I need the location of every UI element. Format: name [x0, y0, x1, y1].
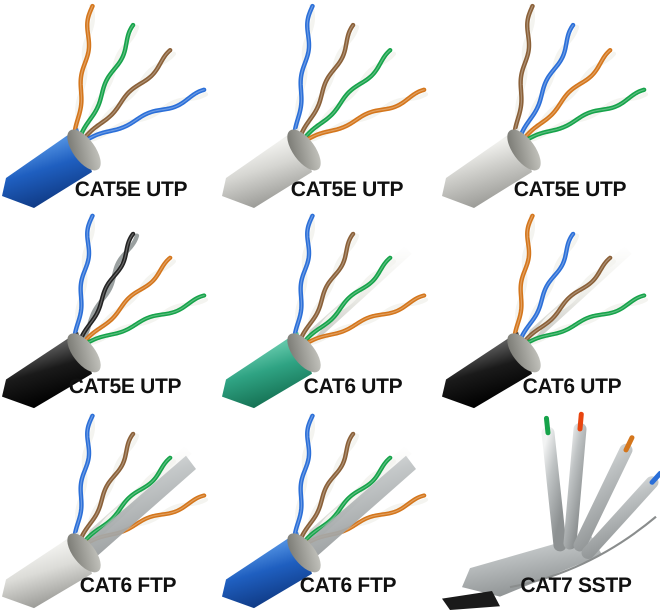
cable-illustration: [2, 413, 209, 609]
cable-label: CAT5E UTP: [513, 178, 627, 201]
twisted-pair-brown-1: [74, 431, 140, 552]
conductor-pairs: [71, 413, 209, 563]
cable-cell-cat7-sstp[interactable]: CAT7 SSTP: [440, 410, 660, 610]
cable-jacket: [2, 531, 92, 609]
twisted-pair-blue-1: [514, 231, 580, 352]
jacket-opening: [287, 129, 321, 171]
cable-cell-cat6-utp[interactable]: CAT6 UTP: [440, 210, 660, 410]
cable-illustration: [222, 213, 429, 409]
cable-label: CAT6 UTP: [522, 375, 622, 398]
conductor-pairs: [71, 3, 209, 151]
cable-cell-cat6-ftp[interactable]: CAT6 FTP: [220, 410, 440, 610]
twisted-pair-green-3: [520, 87, 649, 145]
twisted-pair-blue-0: [71, 413, 96, 554]
twisted-pair-black-1: [74, 231, 140, 352]
twisted-pair-orange-2: [77, 255, 177, 350]
jacket-opening: [67, 129, 101, 171]
conductor-pairs: [291, 413, 429, 563]
cable-label: CAT7 SSTP: [520, 574, 632, 597]
cable-cell-cat6-utp[interactable]: CAT6 UTP: [220, 210, 440, 410]
jacket-opening: [507, 129, 541, 171]
cable-jacket: [442, 331, 532, 409]
cable-cell-cat5e-utp[interactable]: CAT5E UTP: [220, 0, 440, 210]
jacket-opening: [67, 333, 101, 373]
cable-illustration: [2, 3, 209, 208]
twisted-pair-blue-0: [291, 3, 316, 151]
twisted-pair-brown-2: [77, 47, 177, 147]
jacket-opening: [287, 533, 321, 573]
twisted-pair-brown-1: [294, 431, 360, 552]
cable-jacket: [2, 128, 92, 208]
cable-jacket: [2, 331, 92, 409]
shielded-pairs: [541, 411, 660, 560]
cable-label: CAT5E UTP: [290, 178, 404, 201]
twisted-pair-green-2: [297, 47, 397, 147]
conductor-pairs: [511, 3, 649, 151]
twisted-pair-green-3: [80, 293, 209, 348]
cable-label: CAT5E UTP: [68, 375, 182, 398]
twisted-pair-blue-1: [514, 22, 580, 149]
cable-illustration: [222, 413, 429, 609]
twisted-pair-blue-0: [291, 413, 316, 554]
twisted-pair-blue-0: [291, 213, 316, 354]
twisted-pair-blue-0: [71, 213, 96, 354]
twisted-pair-green-2: [297, 455, 397, 550]
twisted-pair-blue-3: [80, 87, 209, 145]
conductor-pairs: [71, 213, 209, 354]
cable-jacket: [442, 128, 532, 208]
twisted-pair-orange-2: [517, 47, 617, 147]
twisted-pair-orange-0: [71, 3, 96, 151]
conductor-pairs: [291, 3, 429, 151]
twisted-pair-green-1: [74, 22, 140, 149]
jacket-opening: [287, 333, 321, 373]
cable-cell-cat5e-utp[interactable]: CAT5E UTP: [0, 210, 220, 410]
jacket-opening: [67, 533, 101, 573]
conductor-pairs: [291, 213, 429, 354]
drain-wire: [509, 515, 657, 589]
braided-shield: [462, 533, 602, 597]
cable-illustration: [222, 3, 429, 208]
cable-illustration: [442, 411, 660, 610]
foil-shield: [298, 455, 416, 563]
twisted-pair-green-3: [520, 293, 649, 348]
foil-shield: [78, 455, 196, 563]
cable-jacket: [222, 531, 312, 609]
cable-illustration: [2, 213, 209, 409]
cable-label: CAT6 FTP: [299, 574, 397, 597]
cable-cell-cat5e-utp[interactable]: CAT5E UTP: [440, 0, 660, 210]
cable-jacket: [222, 331, 312, 409]
cable-jacket: [442, 590, 500, 610]
twisted-pair-orange-0: [511, 213, 536, 354]
cable-illustration: [442, 3, 649, 208]
conductor-pairs: [511, 213, 649, 354]
twisted-pair-brown-1: [294, 22, 360, 149]
cable-jacket: [222, 128, 312, 208]
twisted-pair-brown-1: [294, 231, 360, 352]
twisted-pair-brown-2: [517, 255, 617, 350]
twisted-pair-green-2: [297, 255, 397, 350]
twisted-pair-green-2: [77, 455, 177, 550]
cable-label: CAT5E UTP: [74, 178, 188, 201]
twisted-pair-orange-3: [300, 87, 429, 145]
cable-cell-cat6-ftp[interactable]: CAT6 FTP: [0, 410, 220, 610]
cable-label: CAT6 FTP: [79, 574, 177, 597]
cable-illustration: [442, 213, 649, 409]
twisted-pair-brown-0: [511, 3, 536, 151]
cable-cell-cat5e-utp[interactable]: CAT5E UTP: [0, 0, 220, 210]
jacket-opening: [507, 333, 541, 373]
cable-label: CAT6 UTP: [303, 375, 403, 398]
twisted-pair-orange-3: [300, 293, 429, 348]
